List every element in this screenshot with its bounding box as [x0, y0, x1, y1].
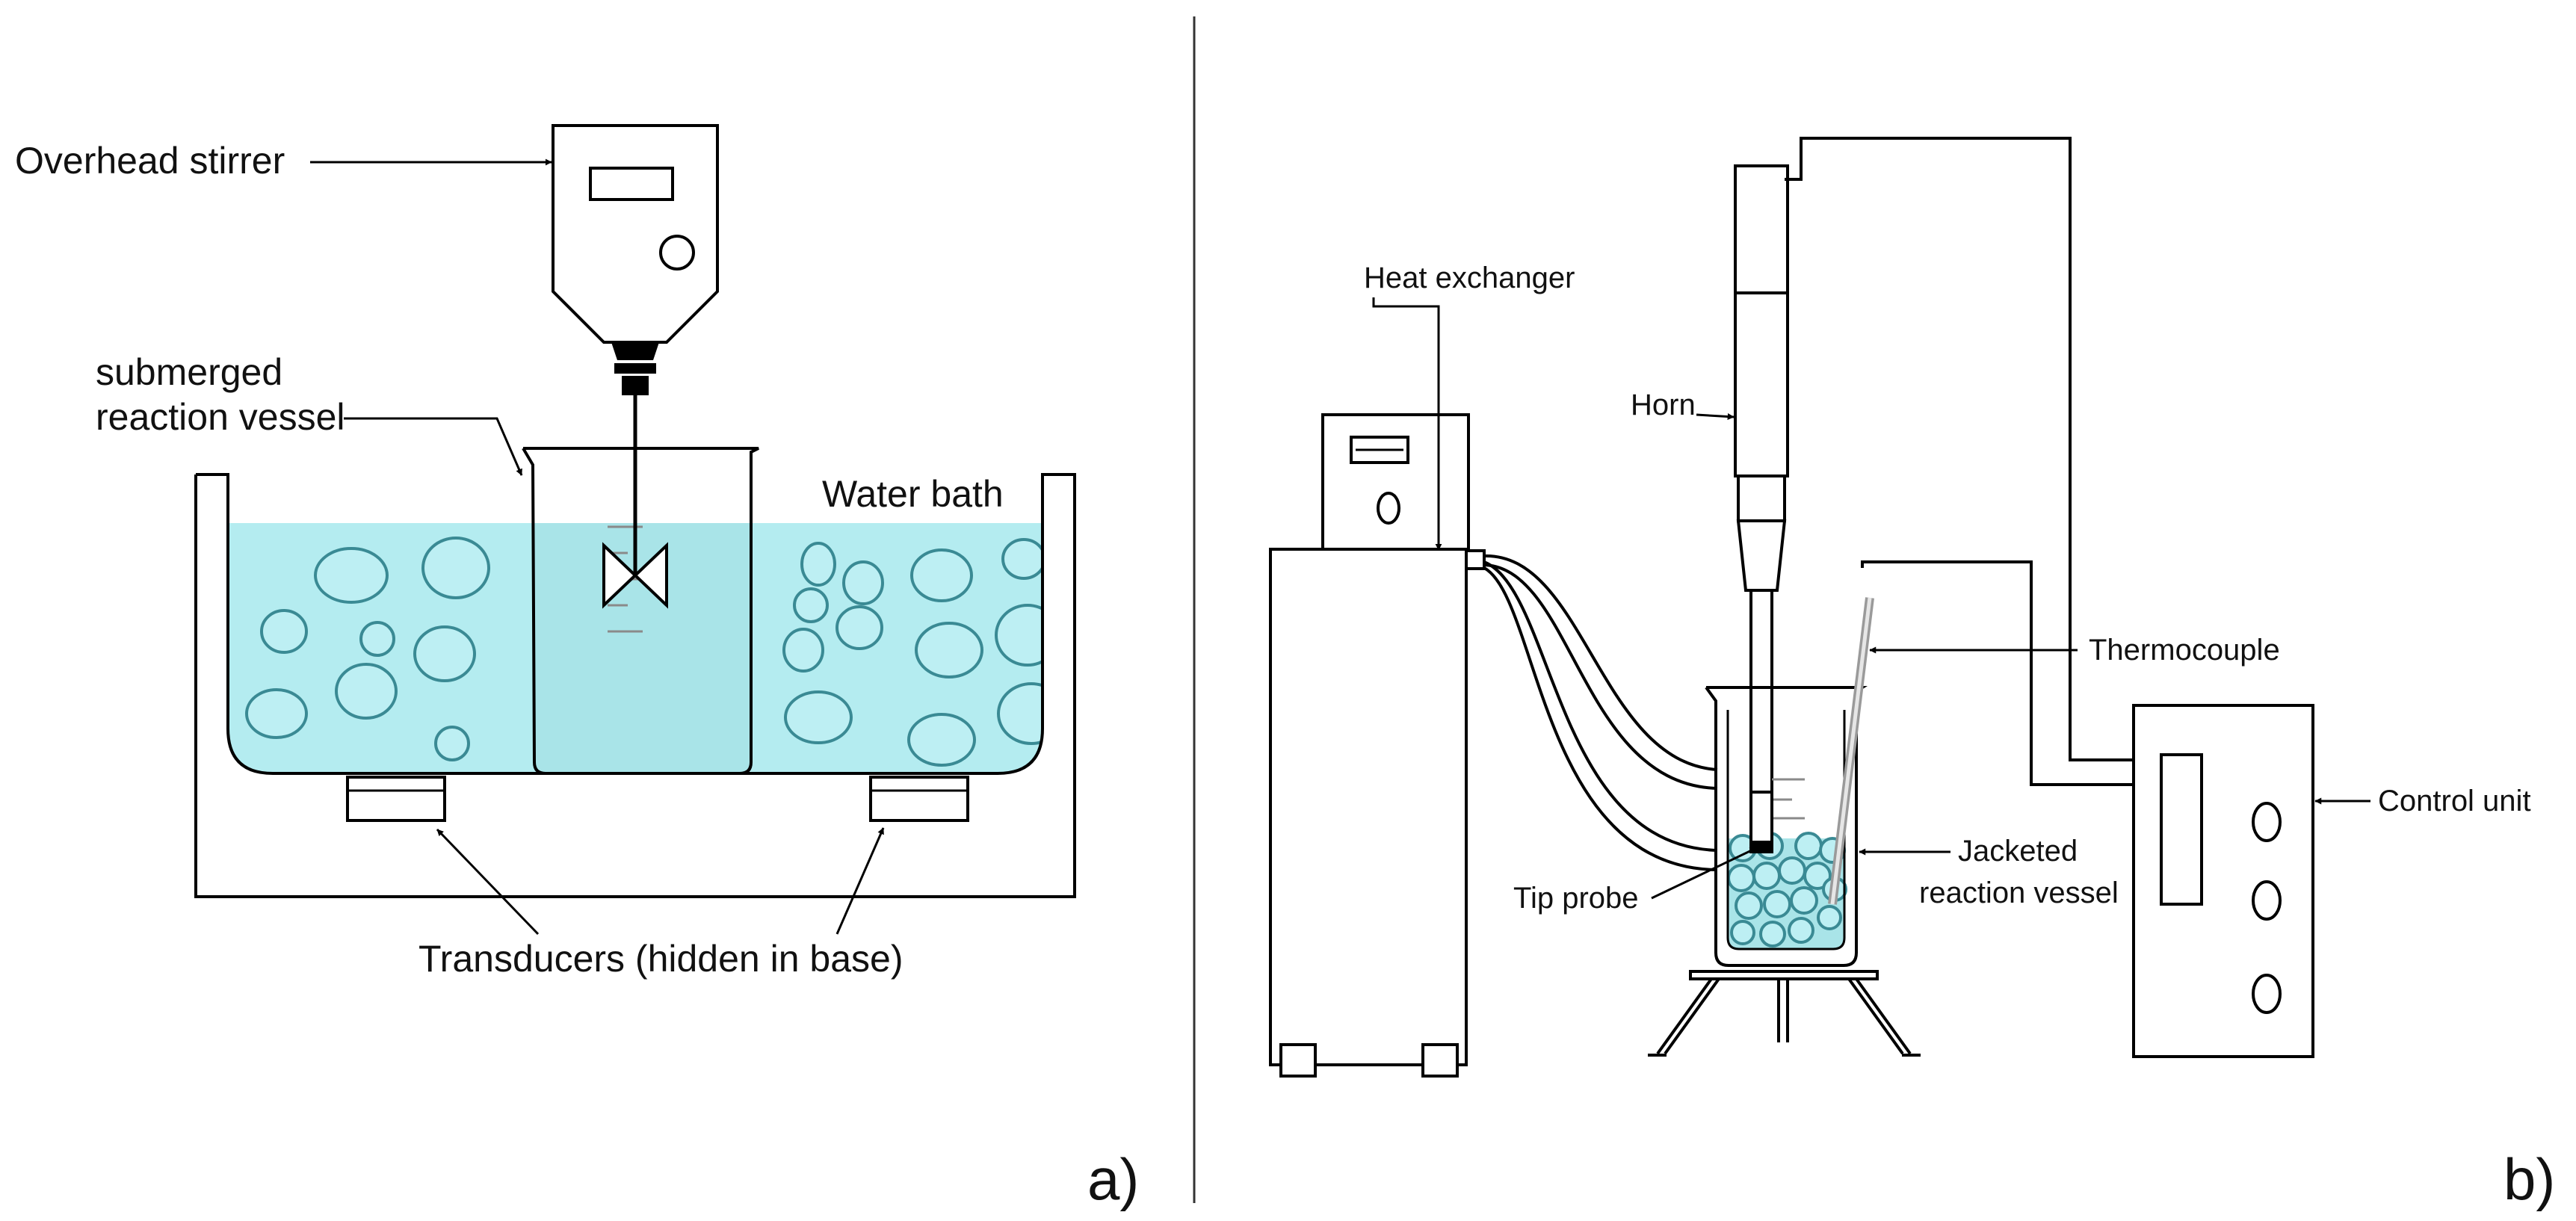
label-transducers: Transducers (hidden in base) — [418, 938, 904, 980]
horn-cable — [1785, 137, 2134, 761]
bath-left-rim — [196, 473, 229, 523]
label-heat-exchanger: Heat exchanger — [1364, 262, 1575, 294]
stirrer-display — [589, 167, 674, 201]
vessel-bubbles — [1727, 832, 1847, 948]
label-submerged-line1: submerged — [96, 351, 282, 393]
jacketed-vessel-outer — [1705, 686, 1868, 967]
label-jacketed-line2: reaction vessel — [1919, 877, 2119, 909]
label-control-unit: Control unit — [2378, 785, 2531, 817]
label-thermocouple: Thermocouple — [2089, 634, 2280, 667]
thermocouple-cable — [1861, 560, 2134, 786]
horn-body — [1734, 291, 1789, 477]
horn-taper — [1736, 519, 1787, 592]
overhead-stirrer — [552, 124, 719, 344]
panel-a-letter: a) — [1087, 1146, 1139, 1212]
label-water-bath: Water bath — [822, 473, 1004, 515]
impeller — [602, 542, 668, 609]
jacketed-graduations — [1772, 778, 1805, 820]
jacketed-vessel-inner — [1726, 710, 1846, 950]
label-horn: Horn — [1631, 389, 1696, 421]
panel-b-letter: b) — [2504, 1146, 2555, 1212]
transducer-right — [869, 776, 969, 822]
bath-outer-wall — [194, 473, 1076, 898]
label-tip-probe: Tip probe — [1513, 882, 1639, 915]
control-unit-display — [2160, 753, 2203, 906]
vessel-stand — [1648, 970, 1921, 1057]
panel-b: Heat exchanger Horn Thermocouple Control… — [1269, 137, 2555, 1212]
label-overhead-stirrer: Overhead stirrer — [15, 140, 285, 182]
heat-exchanger-top-unit — [1321, 413, 1470, 551]
transducer-left — [346, 776, 446, 822]
horn-top — [1734, 164, 1789, 294]
stirrer-knob — [659, 235, 695, 271]
heat-exchanger-cabinet — [1269, 548, 1468, 1066]
label-jacketed-line1: Jacketed — [1958, 835, 2078, 868]
label-submerged-line2: reaction vessel — [96, 396, 345, 438]
bath-bubbles — [245, 537, 1043, 767]
panel-a: Overhead stirrer submerged reaction vess… — [15, 124, 1139, 1212]
stirrer-chuck — [611, 342, 659, 360]
submerged-vessel — [522, 447, 759, 775]
heat-exchanger-tubing — [1483, 554, 1718, 871]
